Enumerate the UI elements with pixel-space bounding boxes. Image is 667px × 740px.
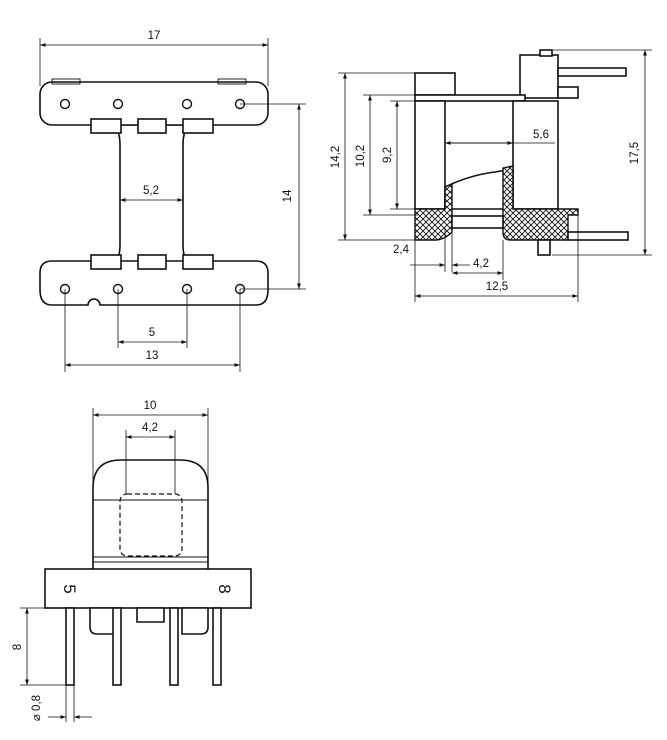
pin-hole [112, 98, 124, 110]
dim-pin-row-span: 13 [146, 350, 159, 362]
side-view: 14,2 10,2 9,2 17,5 5,6 2,4 4,2 [330, 49, 652, 302]
top-plate [414, 94, 526, 102]
spool-dome [92, 459, 209, 571]
dim-pin-length: 8 [12, 644, 24, 650]
flange-section [502, 165, 579, 241]
base-marking-left: 5 [60, 584, 79, 593]
base-block [44, 568, 252, 609]
dim-height: 14 [282, 189, 294, 202]
dim-height-9-2: 9,2 [382, 147, 394, 163]
dim-width-10: 10 [144, 400, 157, 412]
pin [212, 607, 222, 686]
pin [169, 607, 179, 686]
dim-core-4-2-front: 4,2 [142, 422, 158, 434]
bottom-flange [39, 260, 269, 306]
dim-pin-diameter: ⌀ 0,8 [31, 695, 43, 721]
dim-height-10-2: 10,2 [355, 145, 367, 167]
dim-core-4-2: 4,2 [473, 258, 489, 270]
flange-section [414, 182, 453, 241]
right-wall [512, 100, 559, 210]
base-marking-right: 8 [215, 584, 234, 593]
dim-pin-spacing: 5 [149, 327, 155, 339]
front-view: 5 8 10 4,2 8 ⌀ 0,8 [12, 400, 252, 722]
top-view: 17 5,2 14 5 13 [39, 30, 306, 372]
dim-core-width: 5,2 [143, 185, 159, 197]
dim-depth-12-5: 12,5 [486, 281, 508, 293]
pin-hole [181, 98, 193, 110]
dim-core-5-6: 5,6 [533, 129, 549, 141]
left-wall [414, 100, 446, 210]
dim-height-17-5: 17,5 [629, 142, 641, 164]
dim-overall-width: 17 [148, 30, 161, 42]
dim-height-14-2: 14,2 [330, 146, 342, 168]
pin [65, 607, 75, 686]
core-outline [119, 493, 183, 557]
dim-wall-2-4: 2,4 [393, 244, 410, 256]
pin-hole [59, 98, 71, 110]
pin [112, 607, 122, 686]
